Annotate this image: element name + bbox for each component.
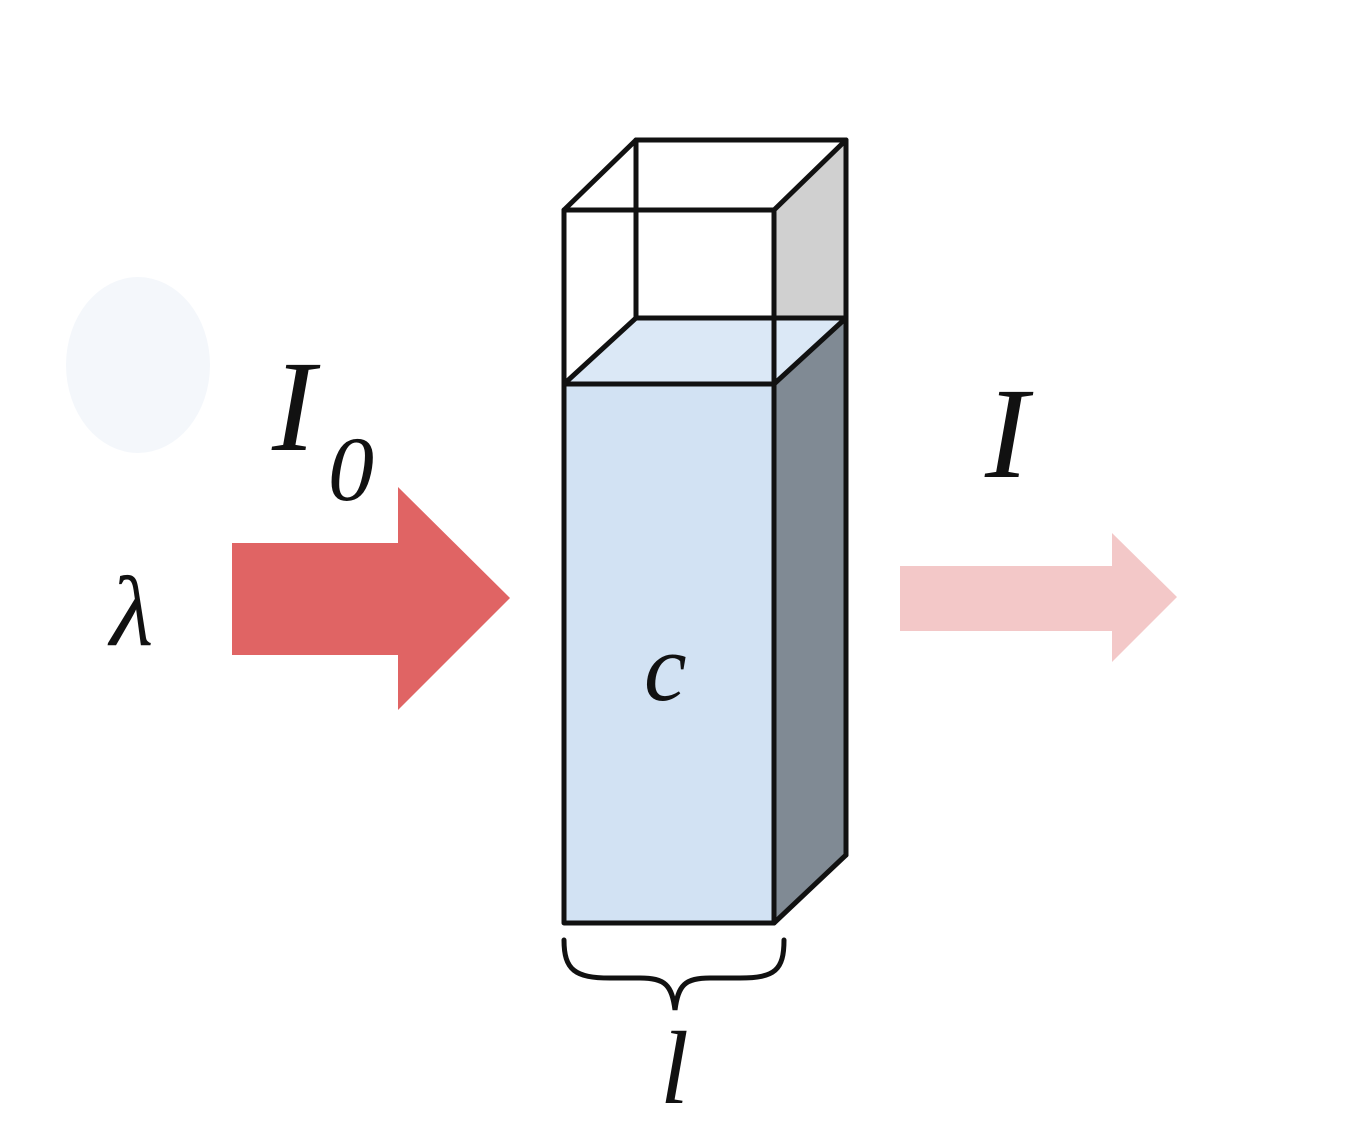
incident-intensity-label: I [271,335,321,479]
cuvette [561,137,849,926]
incident-light-arrow [232,487,510,710]
solution-front-face [564,384,774,923]
transmitted-intensity-label: I [984,362,1034,506]
incident-intensity-subscript: 0 [328,418,374,520]
path-length-brace [561,937,787,1011]
solution-side-face [774,318,846,923]
background-smudge [66,277,210,453]
cuvette-outline [561,137,849,926]
path-length-label: l [660,1011,689,1125]
wavelength-label: λ [107,556,153,667]
concentration-label: c [644,614,687,721]
transmitted-light-arrow [900,533,1177,662]
